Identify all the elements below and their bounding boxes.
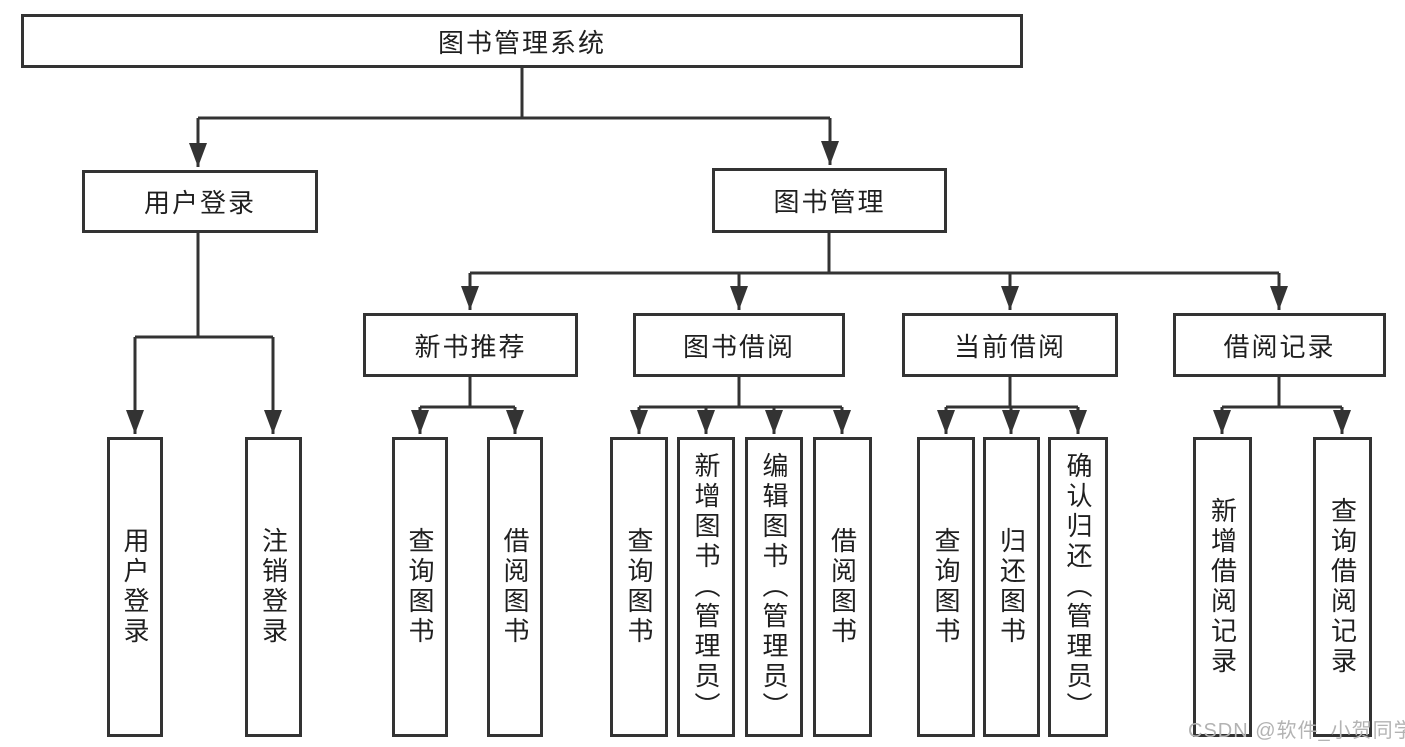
node-book-management: 图书管理: [712, 168, 947, 233]
csdn-watermark: CSDN @软件_小贺同学: [1188, 720, 1405, 742]
node-logout-action: 注销登录: [245, 437, 302, 737]
node-add-books-admin: 新增图书（管理员）: [677, 437, 735, 737]
node-edit-books-admin: 编辑图书（管理员）: [745, 437, 803, 737]
node-library-management-system: 图书管理系统: [21, 14, 1023, 68]
node-borrowing-records: 借阅记录: [1173, 313, 1386, 377]
node-return-books: 归还图书: [983, 437, 1040, 737]
node-book-borrowing: 图书借阅: [633, 313, 845, 377]
node-confirm-return-admin: 确认归还（管理员）: [1048, 437, 1108, 737]
node-borrow-books-borrowing: 借阅图书: [813, 437, 872, 737]
node-user-login: 用户登录: [82, 170, 318, 233]
node-add-borrow-record: 新增借阅记录: [1193, 437, 1252, 737]
node-query-books-recommend: 查询图书: [392, 437, 448, 737]
node-borrow-books-recommend: 借阅图书: [487, 437, 543, 737]
node-query-books-borrowing: 查询图书: [610, 437, 668, 737]
node-new-book-recommendation: 新书推荐: [363, 313, 578, 377]
node-query-borrow-record: 查询借阅记录: [1313, 437, 1372, 737]
node-current-borrowing: 当前借阅: [902, 313, 1118, 377]
node-user-login-action: 用户登录: [107, 437, 163, 737]
node-query-books-current: 查询图书: [917, 437, 975, 737]
